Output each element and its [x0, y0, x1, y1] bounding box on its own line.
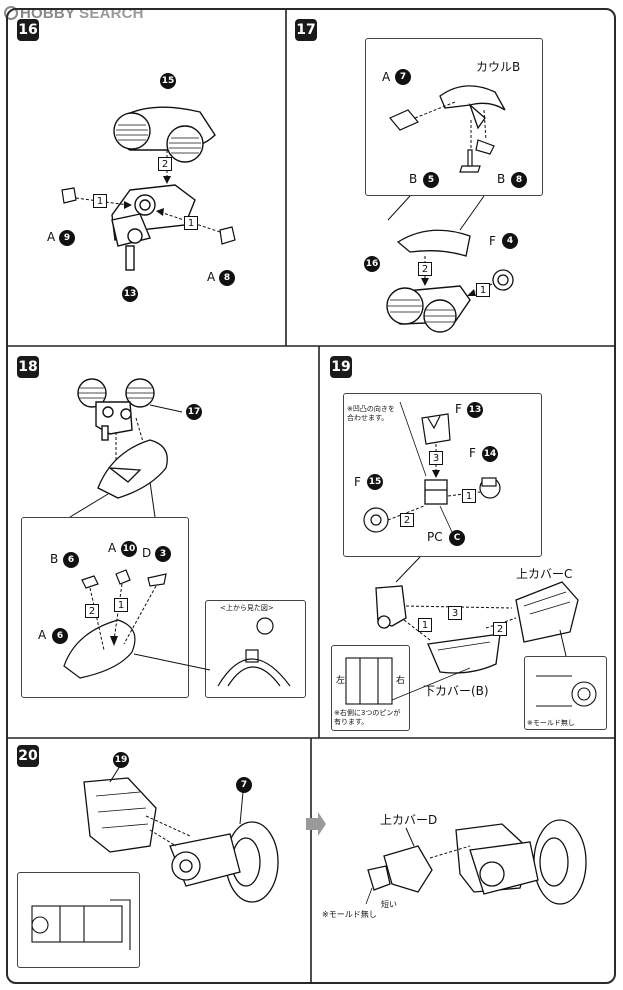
- part-f14-badge: 14: [482, 446, 498, 462]
- step-19-order-2: 2: [400, 513, 414, 527]
- step-20-mold-note: ※モールド無し: [322, 910, 377, 919]
- step-19-mold-view-box: [524, 656, 607, 730]
- step-19-align-note: ※凹凸の向きを 合わせます。: [347, 405, 395, 422]
- part-pc-badge: C: [449, 530, 465, 546]
- part-a6-label: A: [38, 628, 47, 642]
- part-b5-badge: 5: [423, 172, 439, 188]
- upper-cover-c-label: 上カバーC: [516, 567, 573, 581]
- step-19-order-3b: 3: [448, 606, 462, 620]
- part-a10-label: A: [108, 541, 117, 555]
- part-b8-badge: 8: [511, 172, 527, 188]
- step-20-detail-box: [17, 872, 140, 968]
- step-18-order-2: 2: [85, 604, 99, 618]
- top-view-caption: <上から見た図>: [220, 604, 274, 612]
- part-f13-badge: 13: [467, 402, 483, 418]
- part-b6-badge: 6: [63, 552, 79, 568]
- headlight-unit-15: [113, 106, 216, 163]
- part-pc-label: PC: [427, 530, 443, 544]
- step-19-left-view-box: [331, 645, 410, 731]
- step-17-order-1: 1: [476, 283, 490, 297]
- cowl-b-label: カウルB: [476, 60, 521, 74]
- step-19-mold-note: ※モールド無し: [527, 719, 575, 727]
- step-17-order-2: 2: [418, 262, 432, 276]
- right-side-label: 右: [396, 676, 406, 686]
- part-a9-label: A: [47, 230, 56, 244]
- part-a8-label: A: [207, 270, 216, 284]
- assembly-17-badge: 17: [186, 404, 202, 420]
- assembly-19-badge: 19: [113, 752, 129, 768]
- upper-cover-d-label: 上カバーD: [380, 813, 438, 827]
- step-20-number: 20: [17, 745, 39, 767]
- logo-mark-icon: [4, 6, 18, 20]
- step-18-top-view-box: [205, 600, 306, 698]
- hinge-part-13: [111, 184, 196, 271]
- part-f4-label: F: [489, 234, 496, 248]
- part-b6-label: B: [50, 552, 59, 566]
- pin-note: ※右側に3つのピンが 有ります。: [334, 709, 401, 726]
- step-19-order-1b: 1: [418, 618, 432, 632]
- step-16-order-1: 1: [93, 194, 107, 208]
- part-a8-badge: 8: [219, 270, 235, 286]
- part-a6-badge: 6: [52, 628, 68, 644]
- assembly-16-badge: 16: [364, 256, 380, 272]
- step-16-number: 16: [17, 19, 39, 41]
- step-18-number: 18: [17, 356, 39, 378]
- assembly-7-badge: 7: [236, 777, 252, 793]
- step-19-order-1: 1: [462, 489, 476, 503]
- step-19-order-2b: 2: [493, 622, 507, 636]
- part-f15-badge: 15: [367, 474, 383, 490]
- step-17-number: 17: [295, 19, 317, 41]
- part-15-badge: 15: [160, 73, 176, 89]
- part-a7-badge: 7: [395, 69, 411, 85]
- step-18-order-1: 1: [114, 598, 128, 612]
- part-f13-label: F: [455, 402, 462, 416]
- part-f15-label: F: [354, 475, 361, 489]
- part-f4-badge: 4: [502, 233, 518, 249]
- part-b8-label: B: [497, 172, 506, 186]
- left-side-label: 左: [336, 676, 346, 686]
- step-17-detail-box: [365, 38, 543, 196]
- part-a10-badge: 10: [121, 541, 137, 557]
- step-16-order-1b: 1: [184, 216, 198, 230]
- part-f14-label: F: [469, 446, 476, 460]
- part-d3-label: D: [142, 546, 152, 560]
- step-16-order-2: 2: [158, 157, 172, 171]
- part-a9-badge: 9: [59, 230, 75, 246]
- step-18-detail-box: [21, 517, 189, 698]
- step-19-detail-box: [343, 393, 542, 557]
- step-19-number: 19: [330, 356, 352, 378]
- lower-cover-b-label: 下カバー(B): [423, 684, 489, 698]
- part-b5-label: B: [409, 172, 418, 186]
- short-note: 短い: [381, 900, 397, 909]
- step-19-order-3: 3: [429, 451, 443, 465]
- part-d3-badge: 3: [155, 546, 171, 562]
- part-13-badge: 13: [122, 286, 138, 302]
- part-a7-label: A: [382, 70, 391, 84]
